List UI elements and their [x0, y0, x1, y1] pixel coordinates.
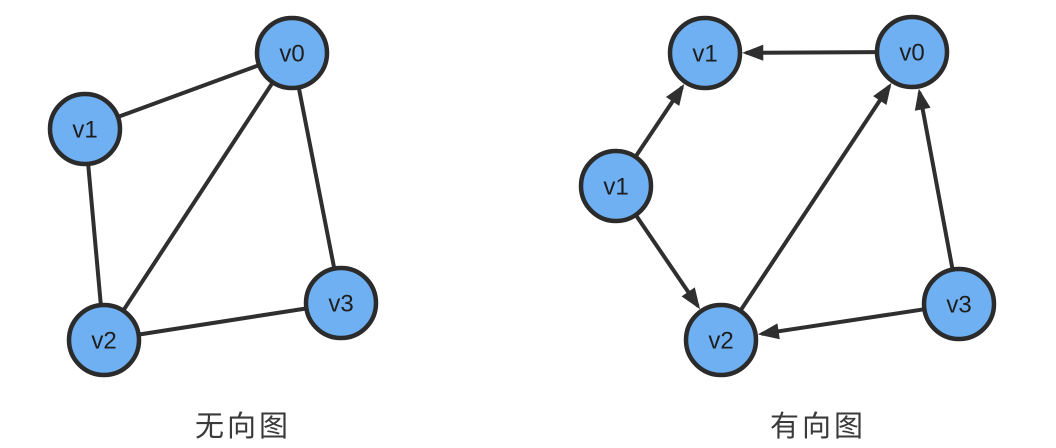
arrow-v1_left-v2: [634, 214, 701, 310]
edge-v0-v3: [297, 87, 337, 270]
caption-undirected-graph: 无向图: [194, 411, 292, 443]
node-label-v2: v2: [91, 328, 116, 355]
node-label-v3: v3: [946, 292, 971, 319]
edge-v0-v1: [117, 63, 260, 119]
node-label-v0: v0: [899, 40, 924, 67]
arrow-v2-v0: [739, 83, 892, 311]
caption-directed-graph: 有向图: [769, 411, 867, 443]
arrow-v1_left-v1_top: [634, 83, 685, 158]
node-v1_left: v1: [578, 148, 654, 224]
node-v0: v0: [254, 15, 330, 91]
node-label-v1: v1: [72, 117, 97, 144]
arrow-v0-v1_top: [742, 44, 877, 61]
node-v3: v3: [303, 265, 379, 341]
node-v3: v3: [921, 266, 997, 342]
node-v1: v1: [47, 91, 123, 167]
edge-v0-v2: [121, 82, 274, 312]
node-v1_top: v1: [667, 15, 743, 91]
node-v2: v2: [683, 302, 759, 378]
arrow-v3-v0: [914, 88, 955, 270]
edge-v1-v2: [86, 164, 103, 306]
node-label-v1_top: v1: [692, 41, 717, 68]
node-label-v2: v2: [708, 328, 733, 355]
node-v0: v0: [874, 14, 950, 90]
edge-v2-v3: [138, 306, 308, 337]
directed-graph: v1 v0 v1 v2 v3: [578, 14, 997, 378]
node-label-v3: v3: [328, 291, 353, 318]
arrow-v3-v2: [757, 307, 925, 340]
node-label-v0: v0: [279, 41, 304, 68]
node-v2: v2: [66, 302, 142, 378]
node-label-v1_left: v1: [603, 174, 628, 201]
undirected-graph: v0 v1 v2 v3: [47, 15, 379, 378]
